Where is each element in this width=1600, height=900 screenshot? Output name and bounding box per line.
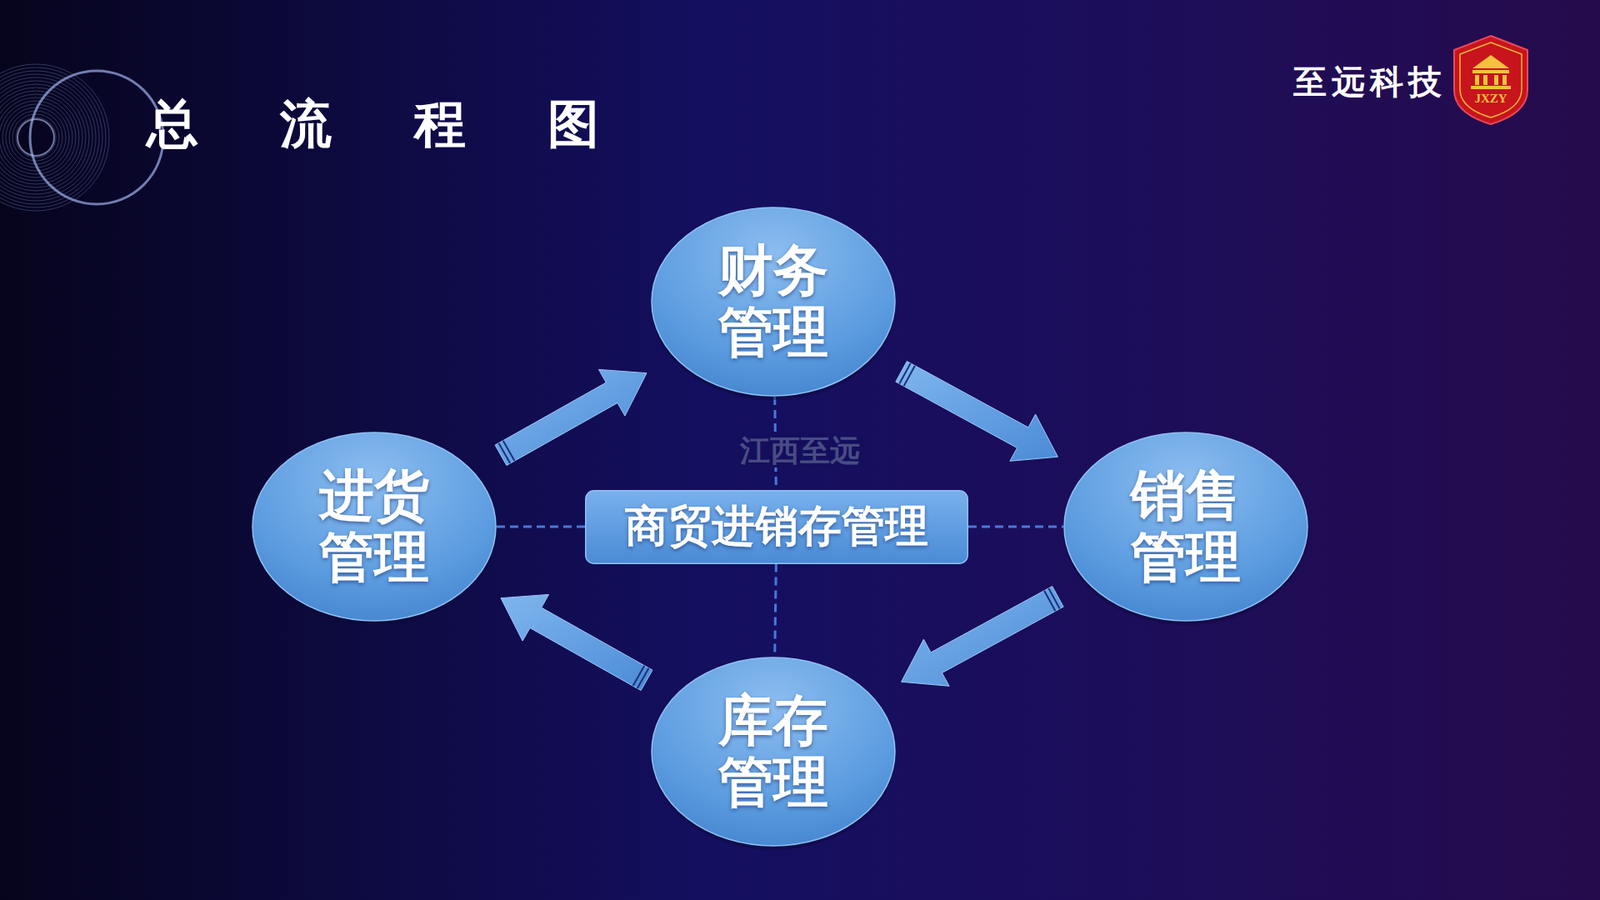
dashed-connector	[496, 525, 585, 529]
flow-arrow	[895, 361, 1059, 462]
dashed-connector	[775, 564, 777, 658]
slide-title: 总 流 程 图	[146, 98, 632, 150]
node-label: 财务 管理	[718, 240, 829, 364]
flow-arrow	[495, 369, 647, 465]
node-label: 销售 管理	[1130, 465, 1241, 589]
ellipse-node: 库存 管理	[650, 656, 896, 847]
dashed-connector	[968, 525, 1064, 529]
node-label: 商贸进销存管理	[625, 502, 929, 550]
watermark: 江西至远	[736, 434, 864, 468]
node-label: 进货 管理	[319, 465, 430, 589]
ellipse-node: 进货 管理	[251, 431, 497, 622]
brand-initials: JXZY	[1454, 92, 1528, 105]
flow-arrow	[901, 586, 1065, 687]
center-box: 商贸进销存管理	[585, 490, 969, 565]
flow-arrow	[500, 594, 653, 690]
brand-name: 至远科技	[1293, 65, 1447, 99]
ellipse-node: 财务 管理	[650, 206, 896, 397]
ellipse-node: 销售 管理	[1063, 431, 1309, 622]
node-label: 库存 管理	[718, 690, 829, 814]
